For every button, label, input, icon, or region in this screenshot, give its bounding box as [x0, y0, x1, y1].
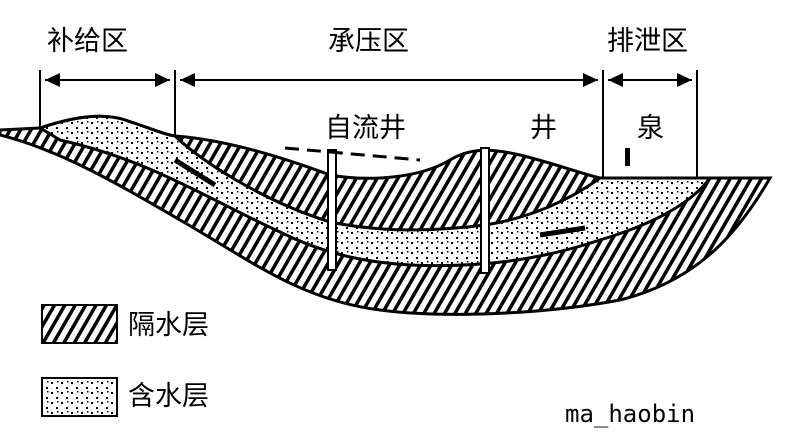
- label-discharge-zone: 排泄区: [607, 26, 688, 57]
- label-confined-zone: 承压区: [328, 26, 409, 57]
- water-level-dashed-line: [284, 146, 421, 162]
- legend-swatch-impermeable: [41, 304, 118, 344]
- zone-boundaries: [39, 70, 698, 178]
- artesian-well-shaft: [327, 149, 337, 271]
- spring-icon: [625, 148, 630, 166]
- legend-label-aquifer: 含水层: [128, 381, 209, 412]
- label-artesian-well: 自流井: [325, 113, 406, 144]
- legend-label-impermeable: 隔水层: [128, 310, 209, 341]
- well-shaft: [480, 147, 490, 274]
- label-recharge-zone: 补给区: [47, 26, 128, 57]
- label-spring: 泉: [637, 113, 664, 144]
- label-well: 井: [530, 113, 557, 144]
- flow-arrow: [173, 157, 217, 188]
- legend-swatch-aquifer: [41, 377, 118, 417]
- flow-arrow: [539, 225, 586, 238]
- watermark: ma_haobin: [565, 400, 696, 428]
- dimension-arrowheads: [45, 73, 692, 87]
